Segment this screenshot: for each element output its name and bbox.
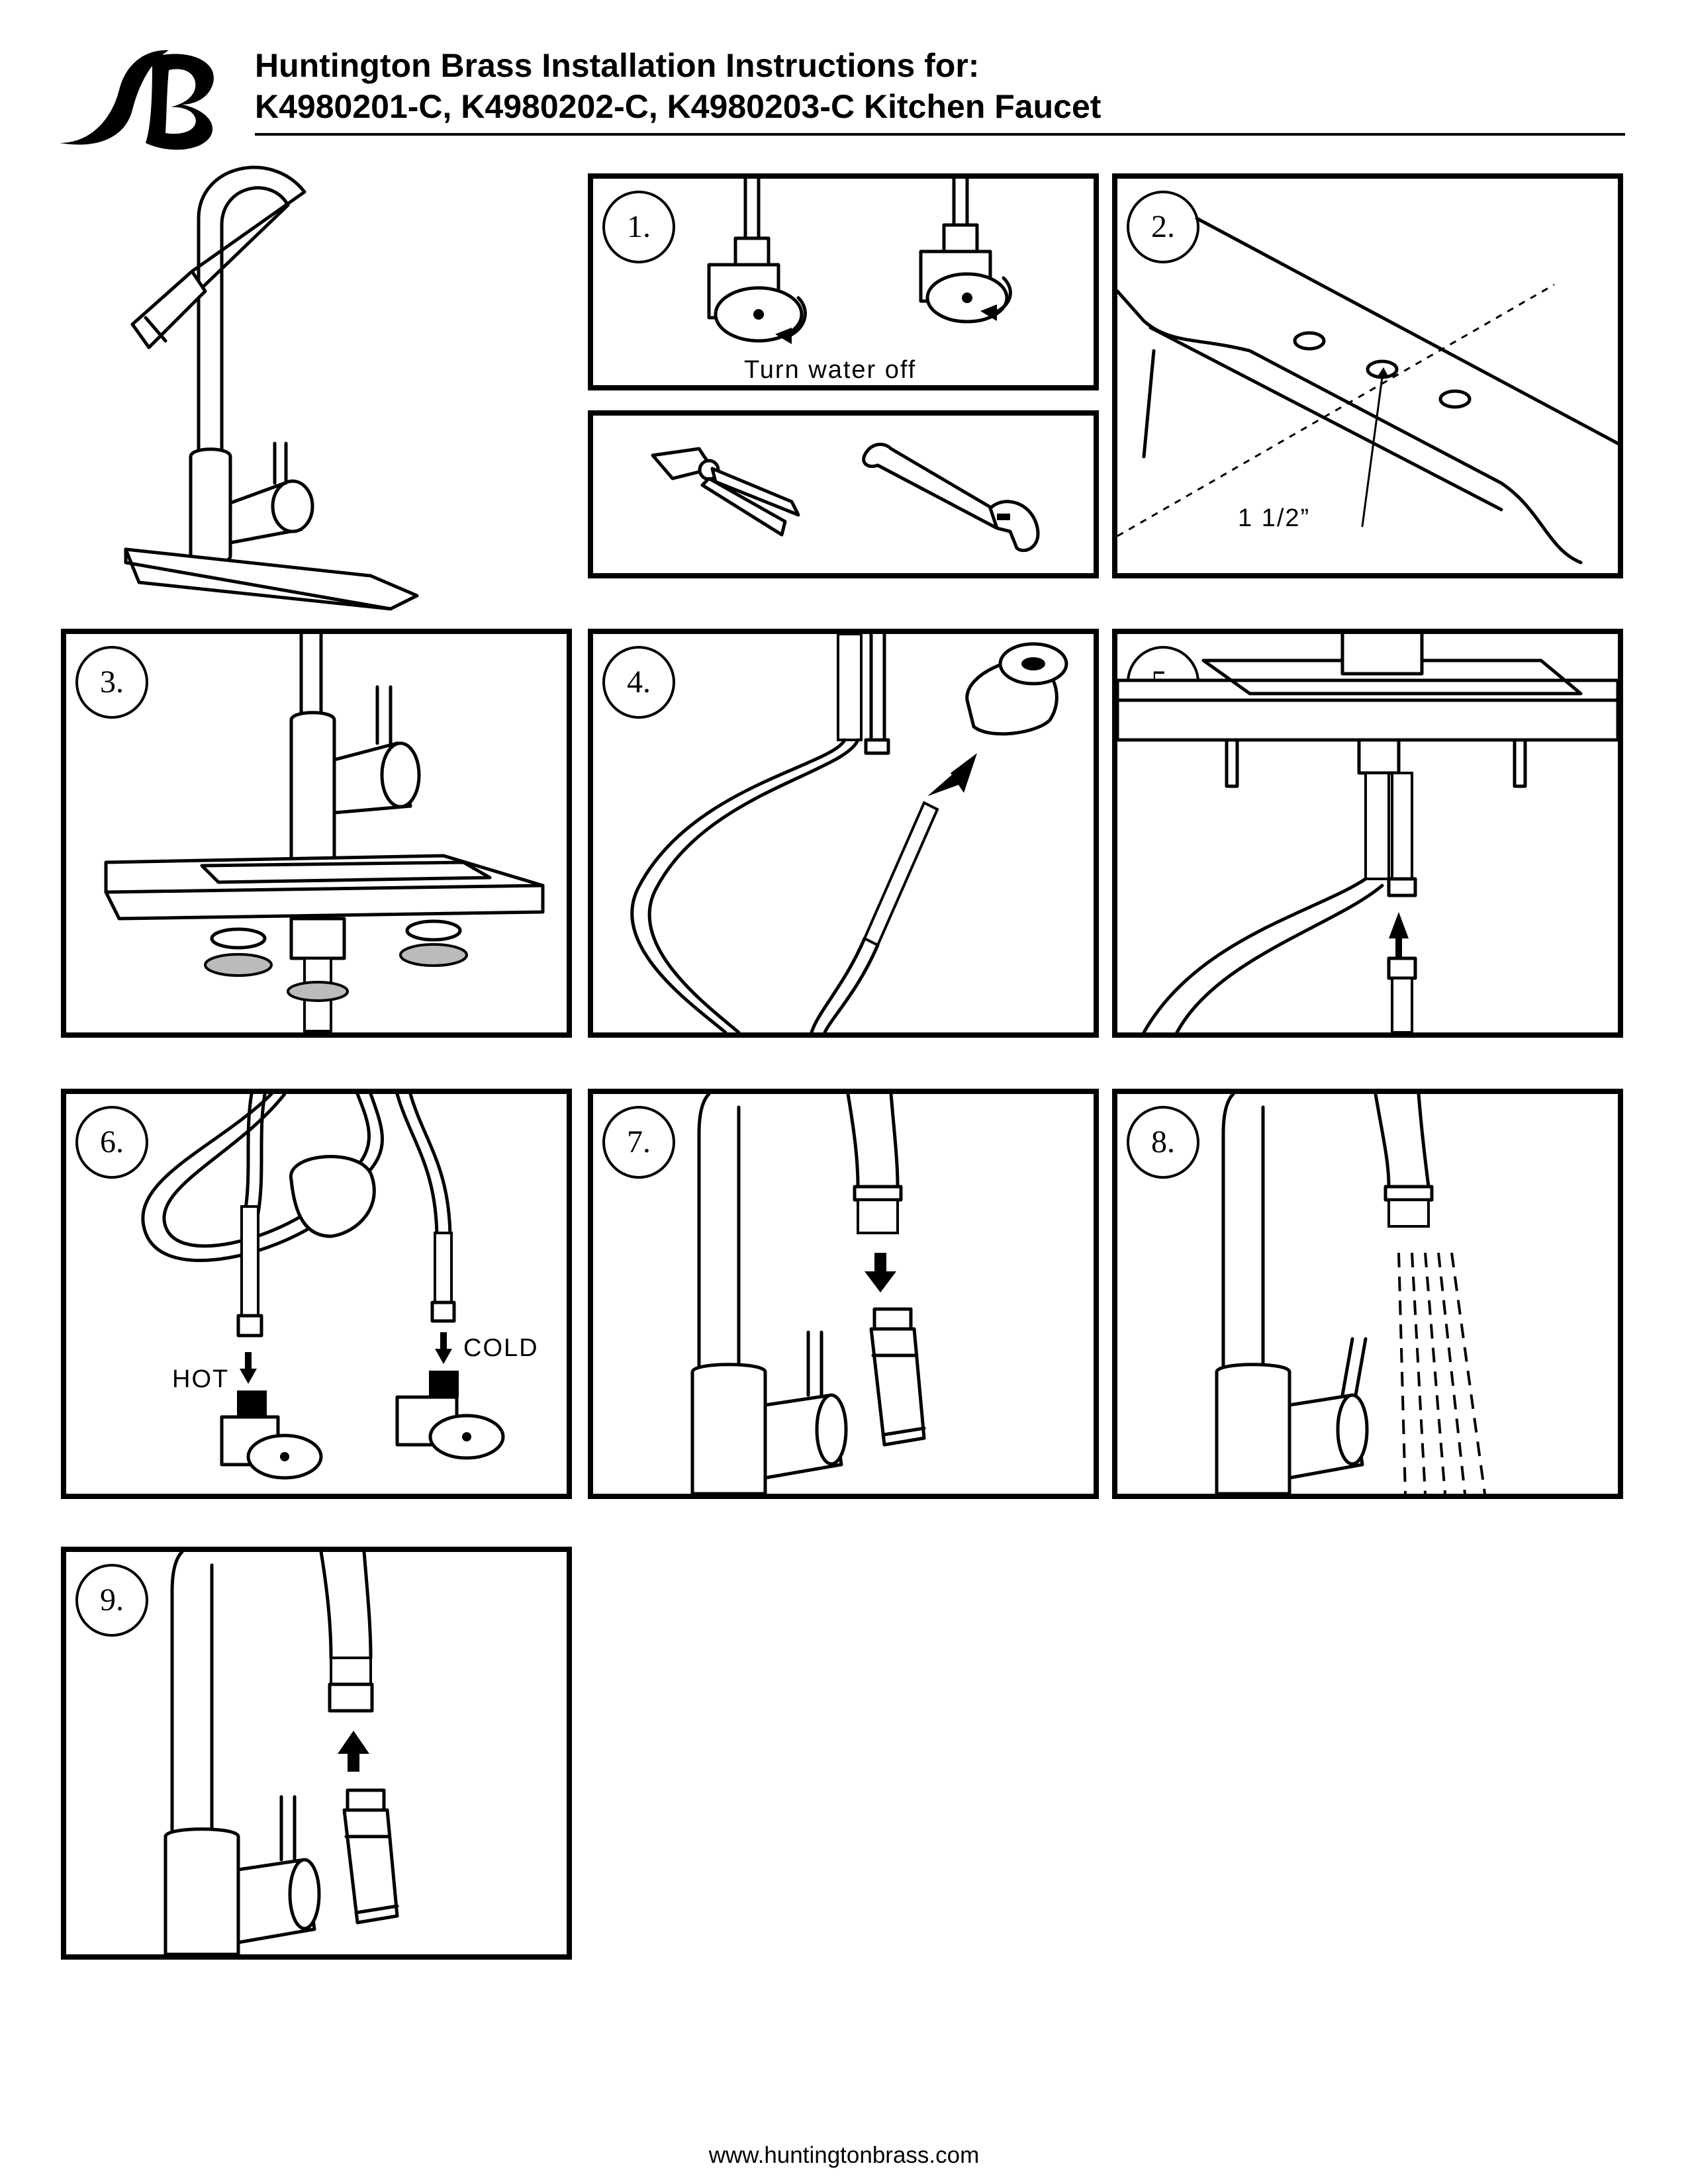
step-6-panel: 6. HOT COLD [61, 1089, 572, 1499]
step-number: 9. [75, 1564, 148, 1637]
footer-url[interactable]: www.huntingtonbrass.com [708, 2142, 980, 2168]
hb-logo-icon [53, 44, 225, 154]
step-4-panel: 4. [588, 629, 1099, 1038]
tools-panel [588, 410, 1099, 578]
shutoff-valve-icon [707, 179, 1012, 344]
step-3-panel: 3. [61, 629, 572, 1038]
step-number: 6. [75, 1106, 148, 1179]
hot-label: HOT [172, 1365, 230, 1393]
title-rule [255, 133, 1625, 136]
step-number: 4. [602, 646, 675, 719]
step-number: 8. [1127, 1106, 1199, 1179]
title-line-1: Huntington Brass Installation Instructio… [255, 47, 980, 84]
faucet-icon [104, 634, 545, 1032]
sprayhead-icon [342, 1788, 399, 1925]
hole-size-caption: 1 1/2” [1238, 504, 1311, 532]
step-7-panel: 7. [588, 1089, 1099, 1499]
turn-water-off-caption: Turn water off [744, 356, 917, 384]
step-number: 7. [602, 1106, 675, 1179]
step-8-panel: 8. [1112, 1089, 1623, 1499]
step-number: 1. [602, 191, 675, 263]
step-5-panel: 5. [1112, 629, 1623, 1038]
faucet-icon [1117, 634, 1618, 1032]
faucet-icon [690, 1094, 926, 1494]
sprayhead-icon [869, 1307, 926, 1447]
page-title: Huntington Brass Installation Instructio… [255, 45, 1101, 127]
wrench-icon [862, 442, 1040, 553]
cold-label: COLD [463, 1334, 539, 1362]
step-9-panel: 9. [61, 1547, 572, 1960]
step-2-panel: 2. 1 1/2” [1112, 173, 1623, 578]
faucet-icon [113, 152, 457, 615]
hose-icon [141, 1094, 505, 1480]
title-line-2: K4980201-C, K4980202-C, K4980203-C Kitch… [255, 88, 1102, 125]
step-number: 3. [75, 646, 148, 719]
faucet-icon [164, 1552, 399, 1954]
hose-icon [630, 634, 1068, 1032]
sink-deck-icon [1117, 216, 1618, 565]
step-1-panel: 1. Turn water off [588, 173, 1099, 390]
step-number: 2. [1127, 191, 1199, 263]
faucet-icon [1215, 1094, 1486, 1494]
sprayhead-icon [965, 642, 1068, 736]
shutoff-valve-icon [220, 1371, 505, 1480]
pliers-icon [651, 447, 800, 537]
